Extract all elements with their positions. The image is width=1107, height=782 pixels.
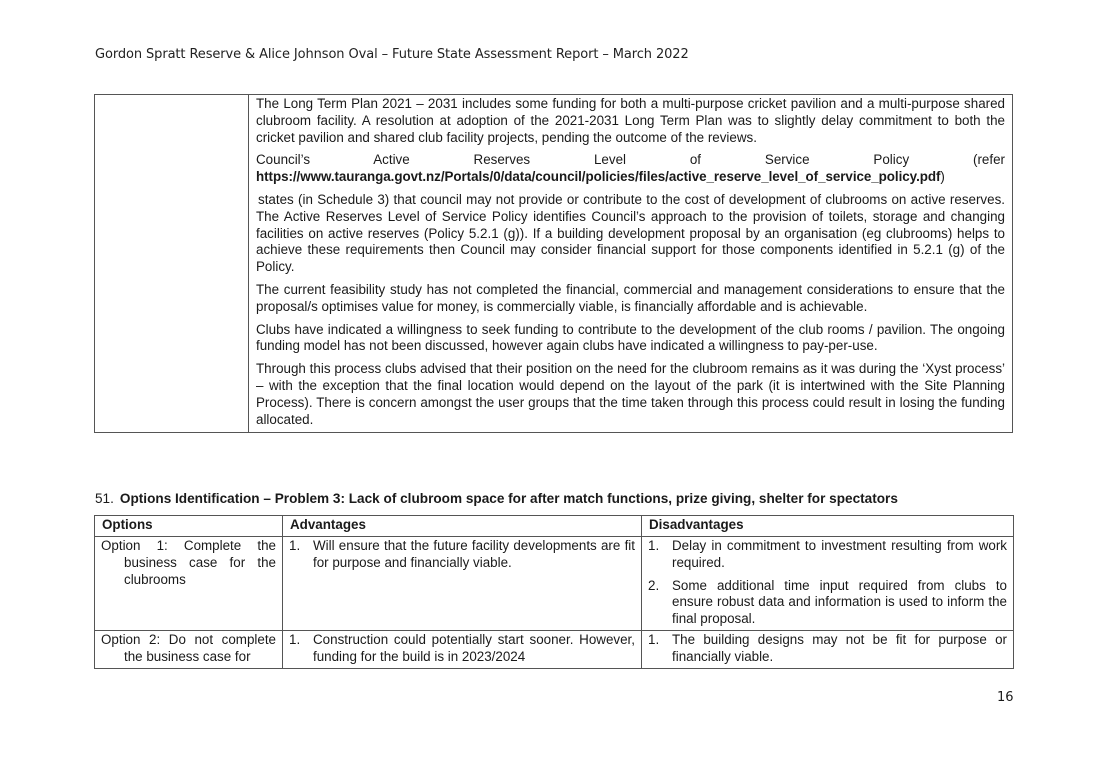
policy-url-close: ) bbox=[940, 169, 945, 185]
option-cell: Option 1: Complete the business case for… bbox=[94, 536, 283, 631]
disadvantages-cell: 1. Delay in commitment to investment res… bbox=[641, 536, 1014, 631]
item-number: 1. bbox=[648, 538, 660, 553]
funding-table-label-cell bbox=[94, 93, 249, 434]
options-table: Options Advantages Disadvantages Option … bbox=[94, 515, 1014, 669]
advantages-cell: 1. Will ensure that the future facility … bbox=[282, 536, 642, 631]
options-table-header-row: Options Advantages Disadvantages bbox=[94, 515, 1014, 537]
option-label: Option 2: Do not complete bbox=[101, 631, 276, 647]
item-number: 2. bbox=[648, 577, 660, 593]
item-text: Delay in commitment to investment result… bbox=[672, 538, 1007, 570]
header-options: Options bbox=[94, 515, 283, 537]
option-label: Option 1: Complete the bbox=[101, 538, 276, 553]
page-number: 16 bbox=[997, 690, 1014, 705]
funding-table-content-cell: The Long Term Plan 2021 – 2031 includes … bbox=[248, 93, 1013, 434]
section-heading: 51. Options Identification – Problem 3: L… bbox=[95, 491, 898, 506]
option-description: business case for the clubrooms bbox=[124, 554, 276, 587]
item-text: Construction could potentially start soo… bbox=[313, 631, 635, 664]
paragraph-policy-url: https://www.tauranga.govt.nz/Portals/0/d… bbox=[256, 169, 1005, 186]
item-text: The building designs may not be fit for … bbox=[672, 631, 1007, 664]
paragraph-policy-reference: Council’s Active Reserves Level of Servi… bbox=[256, 152, 1005, 169]
header-advantages: Advantages bbox=[282, 515, 642, 537]
list-item: 2. Some additional time input required f… bbox=[648, 578, 1007, 628]
list-item: 1. Delay in commitment to investment res… bbox=[648, 538, 1007, 572]
policy-url-link[interactable]: https://www.tauranga.govt.nz/Portals/0/d… bbox=[256, 169, 941, 185]
funding-table: The Long Term Plan 2021 – 2031 includes … bbox=[94, 93, 1013, 434]
disadvantages-cell: 1. The building designs may not be fit f… bbox=[641, 629, 1014, 669]
section-title: Options Identification – Problem 3: Lack… bbox=[119, 491, 898, 506]
list-item: 1. Will ensure that the future facility … bbox=[289, 538, 635, 572]
section-number: 51. bbox=[95, 491, 114, 506]
header-disadvantages: Disadvantages bbox=[641, 515, 1014, 537]
table-row: Option 1: Complete the business case for… bbox=[94, 536, 1014, 631]
option-cell: Option 2: Do not complete the business c… bbox=[94, 629, 283, 669]
advantages-cell: 1. Construction could potentially start … bbox=[282, 629, 642, 669]
option-description: the business case for bbox=[124, 648, 251, 664]
paragraph-long-term-plan: The Long Term Plan 2021 – 2031 includes … bbox=[256, 96, 1005, 145]
table-row: Option 2: Do not complete the business c… bbox=[94, 629, 1014, 669]
list-item: 1. The building designs may not be fit f… bbox=[648, 632, 1007, 666]
item-text: Some additional time input required from… bbox=[672, 577, 1007, 627]
item-text: Will ensure that the future facility dev… bbox=[313, 538, 635, 570]
paragraph-xyst-process: Through this process clubs advised that … bbox=[256, 361, 1005, 427]
page-header: Gordon Spratt Reserve & Alice Johnson Ov… bbox=[95, 47, 689, 62]
paragraph-club-funding: Clubs have indicated a willingness to se… bbox=[256, 321, 1005, 354]
paragraph-feasibility: The current feasibility study has not co… bbox=[256, 281, 1005, 314]
policy-reference-text: Council’s Active Reserves Level of Servi… bbox=[256, 152, 1005, 168]
item-number: 1. bbox=[289, 538, 301, 553]
paragraph-schedule-3: states (in Schedule 3) that council may … bbox=[256, 191, 1005, 275]
list-item: 1. Construction could potentially start … bbox=[289, 632, 635, 666]
item-number: 1. bbox=[648, 631, 660, 647]
item-number: 1. bbox=[289, 631, 301, 647]
